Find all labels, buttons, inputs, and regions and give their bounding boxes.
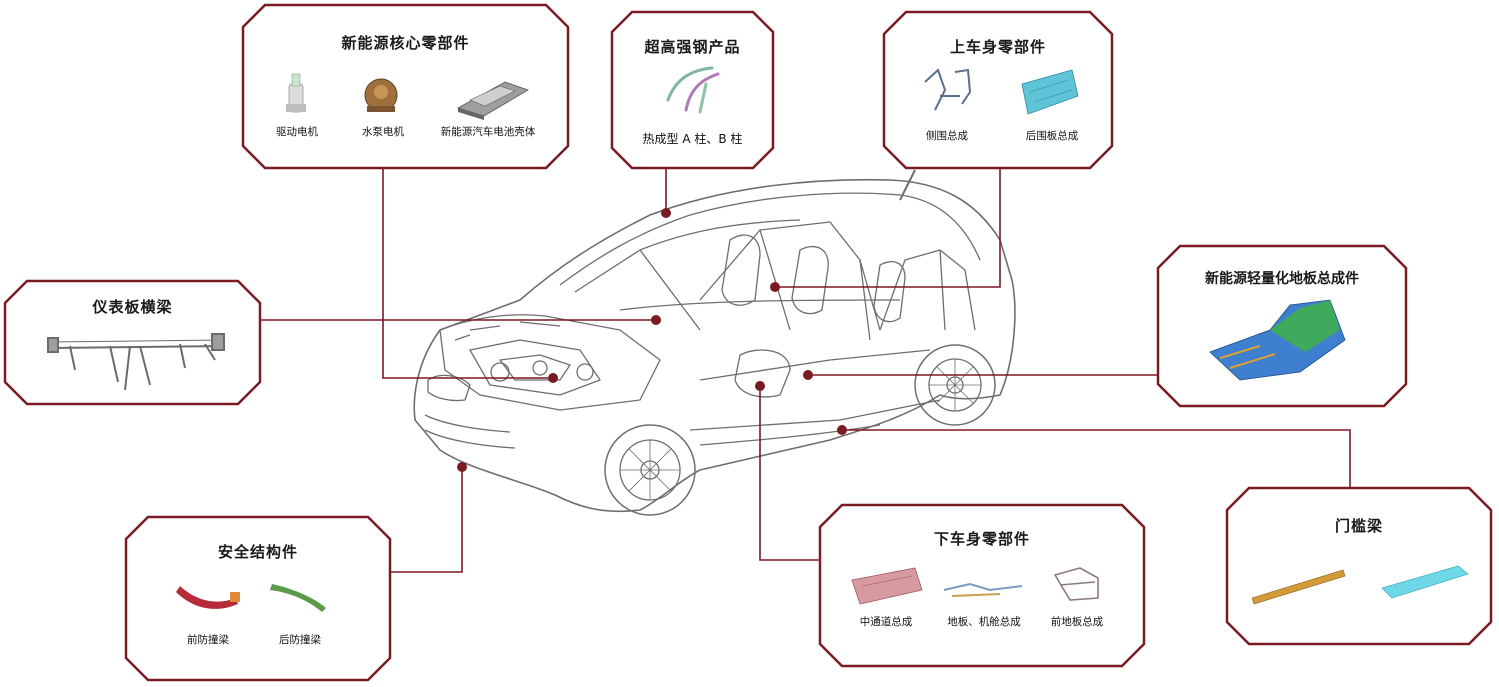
rear-panel-assembly-icon — [1021, 69, 1079, 115]
drive-motor-icon — [286, 73, 306, 113]
connector-sill — [842, 429, 1351, 488]
connector-safety — [390, 467, 463, 573]
connector-lines — [260, 165, 1351, 573]
connector-ev-core — [382, 165, 553, 379]
ev-floor-assembly-icon — [1209, 299, 1346, 381]
water-pump-motor-icon — [364, 78, 398, 112]
lower-body-item-front-floor: 前地板总成 — [1050, 616, 1104, 628]
sill-beam-cyan-icon — [1381, 565, 1469, 599]
ev-core-item-battery-housing: 新能源汽车电池壳体 — [440, 126, 536, 138]
lower-body-title: 下车身零部件 — [933, 530, 1030, 548]
lower-body-item-center-tunnel: 中通道总成 — [859, 616, 913, 628]
battery-housing-icon — [456, 81, 529, 120]
upper-body-item-rear-panel: 后围板总成 — [1025, 130, 1079, 142]
rear-bumper-beam-icon — [270, 584, 326, 612]
sill-title: 门槛梁 — [1334, 517, 1383, 535]
uhss-title: 超高强钢产品 — [644, 38, 741, 56]
side-panel-assembly-icon — [924, 68, 972, 111]
hot-formed-pillar-icon — [666, 66, 720, 114]
safety-title: 安全结构件 — [217, 543, 298, 561]
safety-item-front-bumper: 前防撞梁 — [187, 634, 229, 646]
ev-core-item-drive-motor: 驱动电机 — [276, 126, 318, 138]
dash-cross-beam-icon — [47, 333, 226, 391]
sill-beam-orange-icon — [1251, 569, 1346, 605]
upper-body-item-side-panel: 侧围总成 — [926, 130, 968, 142]
car-illustration — [413, 169, 1016, 516]
ev-core-item-water-pump-motor: 水泵电机 — [362, 126, 404, 138]
connector-upper-body — [775, 165, 1001, 288]
upper-body-title: 上车身零部件 — [949, 38, 1046, 56]
front-floor-assembly-icon — [1053, 567, 1099, 601]
lower-body-item-floor-engine-bay: 地板、机舱总成 — [947, 616, 1021, 628]
center-tunnel-assembly-icon — [851, 567, 923, 605]
connector-dots — [457, 208, 847, 472]
dash-beam-title: 仪表板横梁 — [92, 298, 173, 316]
floor-engine-bay-assembly-icon — [943, 582, 1023, 597]
uhss-item-pillars: 热成型 A 柱、B 柱 — [642, 132, 743, 146]
ev-core-title: 新能源核心零部件 — [341, 34, 470, 52]
safety-item-rear-bumper: 后防撞梁 — [279, 634, 321, 646]
box-frames — [3, 3, 1493, 682]
ev-floor-title: 新能源轻量化地板总成件 — [1205, 271, 1359, 287]
front-bumper-beam-icon — [176, 586, 240, 609]
connector-lower-body — [759, 386, 820, 561]
